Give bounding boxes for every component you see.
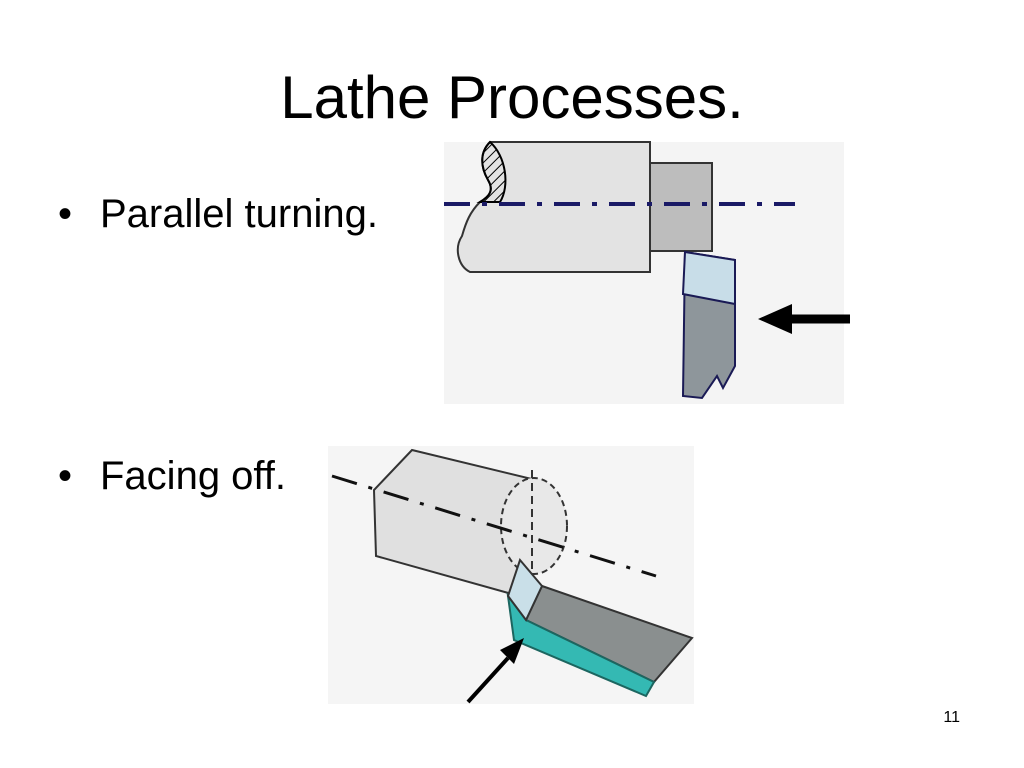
workpiece-turned-step [649, 162, 713, 252]
centerline [331, 474, 657, 578]
bullet-text: Facing off. [100, 454, 287, 498]
arrow-left-icon [758, 304, 850, 334]
workpiece-end-face [500, 477, 568, 575]
facing-tool-tip [506, 557, 544, 622]
workpiece-section [476, 140, 507, 203]
slide-title: Lathe Processes. [280, 64, 744, 131]
bullet-marker: • [58, 454, 73, 498]
parallel-turning-diagram [444, 140, 850, 404]
bullet-facing-off: • Facing off. [58, 452, 286, 500]
cutting-tool-tip [681, 250, 736, 306]
page-number: 11 [943, 709, 960, 726]
bullet-text: Parallel turning. [100, 192, 378, 236]
bullet-marker: • [58, 192, 73, 236]
bullet-parallel-turning: • Parallel turning. [58, 190, 378, 238]
arrow-up-right-icon [466, 638, 524, 704]
facing-off-diagram [328, 446, 694, 704]
